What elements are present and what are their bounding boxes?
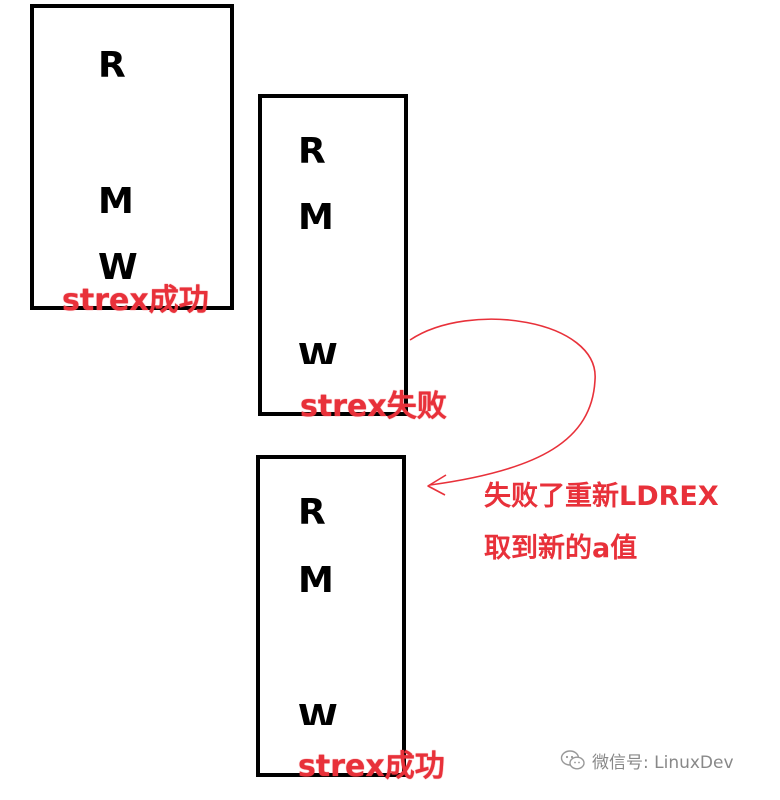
- retry-note-line-1: 失败了重新LDREX: [484, 481, 719, 512]
- read-letter: R: [98, 45, 126, 86]
- modify-letter: M: [298, 560, 334, 601]
- rmw-block-1: R M W: [30, 4, 234, 310]
- rmw-block-3: R M W: [256, 455, 406, 777]
- modify-letter: M: [298, 197, 334, 238]
- rmw-block-2: R M W: [258, 94, 408, 416]
- retry-note-line-2: 取到新的a值: [484, 533, 638, 564]
- write-letter: W: [98, 247, 138, 288]
- retry-arrow-head: [427, 474, 447, 496]
- write-letter-clip: W: [298, 340, 358, 364]
- block-2-status-label: strex失败: [300, 389, 447, 424]
- watermark: 微信号: LinuxDev: [560, 745, 734, 775]
- write-letter-clip: W: [298, 701, 358, 725]
- write-letter: W: [298, 340, 338, 364]
- read-letter: R: [298, 131, 326, 172]
- modify-letter: M: [98, 181, 134, 222]
- block-1-status-label: strex成功: [62, 283, 209, 318]
- wechat-icon: [560, 750, 585, 770]
- write-letter: W: [298, 701, 338, 725]
- read-letter: R: [298, 492, 326, 533]
- watermark-text: 微信号: LinuxDev: [592, 752, 734, 773]
- block-3-status-label: strex成功: [298, 749, 445, 784]
